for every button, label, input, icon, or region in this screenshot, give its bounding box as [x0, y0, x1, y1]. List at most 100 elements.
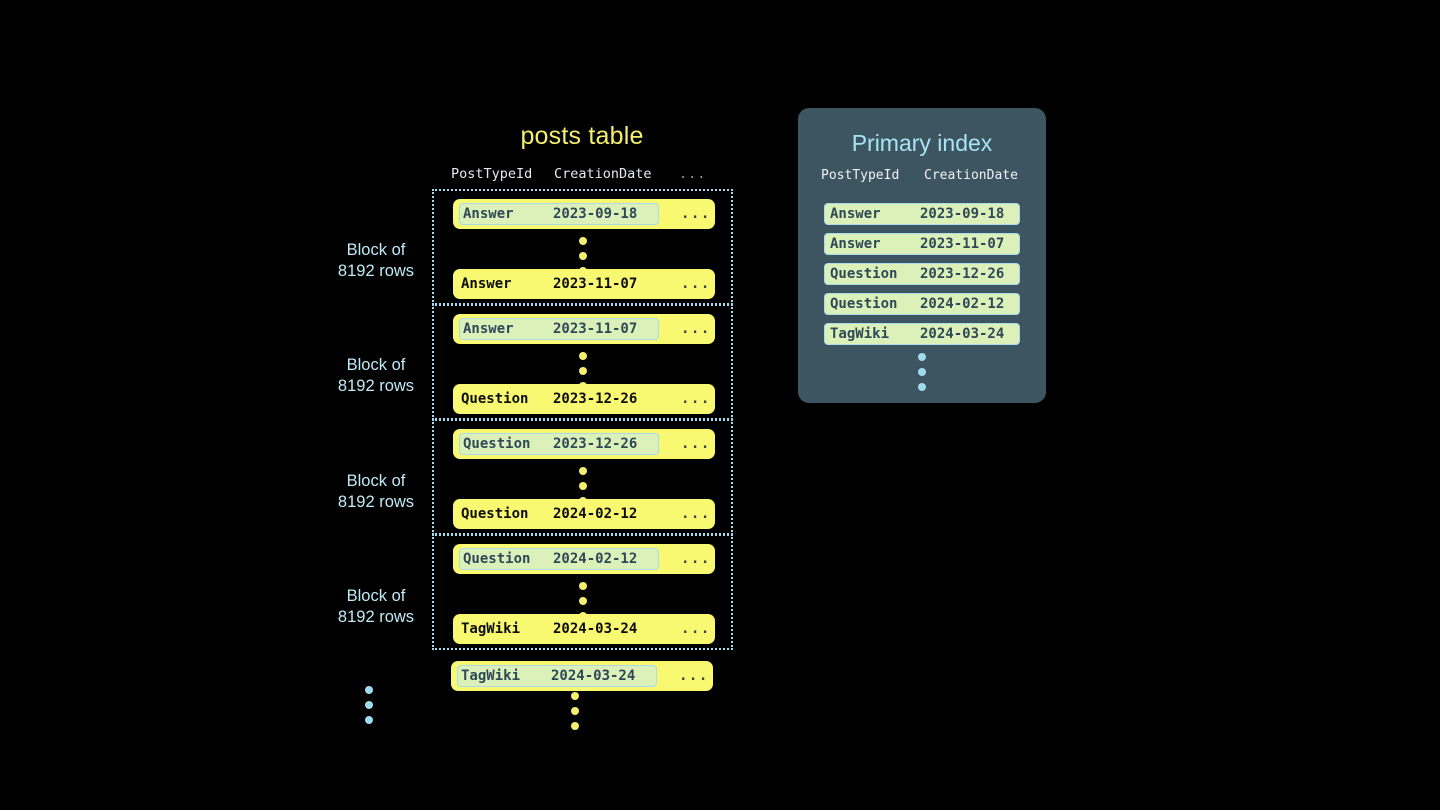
primary-index-column-headers: PostTypeId CreationDate	[821, 168, 1031, 188]
dot	[918, 353, 926, 361]
index-entry[interactable]: Answer 2023-09-18	[824, 203, 1020, 225]
dot	[571, 692, 579, 700]
block-label-1-line1: Block of	[346, 241, 406, 259]
dot	[578, 597, 587, 605]
cell-creationdate: 2023-12-26	[553, 436, 638, 452]
cell-ellipsis: ...	[679, 668, 709, 684]
cell-creationdate: 2024-03-24	[551, 668, 636, 684]
block-label-2-line1: Block of	[346, 356, 406, 374]
table-row[interactable]: Answer 2023-11-07 ...	[453, 269, 715, 299]
table-row[interactable]: TagWiki 2024-03-24 ...	[453, 614, 715, 644]
cell-ellipsis: ...	[681, 551, 711, 567]
cell-posttypeid: Question	[463, 551, 531, 567]
row-highlight-box	[459, 203, 659, 225]
cell-ellipsis: ...	[681, 621, 711, 637]
cell-creationdate: 2023-12-26	[553, 391, 638, 407]
table-row[interactable]: Answer 2023-09-18 ...	[453, 199, 715, 229]
row-highlight-box	[459, 548, 659, 570]
cell-ellipsis: ...	[681, 321, 711, 337]
block-label-1-line2: 8192 rows	[337, 262, 415, 280]
cell-posttypeid: Answer	[830, 236, 881, 252]
cell-creationdate: 2023-11-07	[920, 236, 1005, 252]
dot	[578, 482, 587, 490]
row-highlight-box	[457, 665, 657, 687]
index-entry[interactable]: Answer 2023-11-07	[824, 233, 1020, 255]
cell-creationdate: 2023-12-26	[920, 266, 1005, 282]
block-label-4-line2: 8192 rows	[337, 608, 415, 626]
block-3: Question 2023-12-26 ... Question 2024-02…	[432, 419, 733, 535]
cell-posttypeid: Question	[461, 506, 529, 522]
column-header-posttypeid: PostTypeId	[821, 168, 900, 183]
dot	[918, 383, 926, 391]
block-label-3-line2: 8192 rows	[337, 493, 415, 511]
dot	[365, 716, 373, 724]
cell-posttypeid: Question	[830, 266, 898, 282]
dot	[365, 686, 373, 694]
posts-table-trailing-ellipsis	[571, 692, 579, 730]
table-row[interactable]: Question 2023-12-26 ...	[453, 429, 715, 459]
row-highlight-box	[459, 318, 659, 340]
dot	[578, 352, 587, 360]
column-header-creationdate: CreationDate	[554, 166, 652, 182]
cell-ellipsis: ...	[681, 276, 711, 292]
cell-posttypeid: Question	[830, 296, 898, 312]
cell-ellipsis: ...	[681, 391, 711, 407]
block-label-2: Block of 8192 rows	[316, 355, 436, 397]
cell-posttypeid: Question	[461, 391, 529, 407]
cell-ellipsis: ...	[681, 506, 711, 522]
block-label-3-line1: Block of	[346, 472, 406, 490]
block-1: Answer 2023-09-18 ... Answer 2023-11-07 …	[432, 189, 733, 305]
cell-creationdate: 2023-09-18	[920, 206, 1005, 222]
cell-posttypeid: TagWiki	[461, 621, 521, 637]
cell-creationdate: 2023-09-18	[553, 206, 638, 222]
block-label-3: Block of 8192 rows	[316, 471, 436, 513]
cell-posttypeid: Question	[463, 436, 531, 452]
table-row[interactable]: Question 2023-12-26 ...	[453, 384, 715, 414]
block-label-2-line2: 8192 rows	[337, 377, 415, 395]
block-label-1: Block of 8192 rows	[316, 240, 436, 282]
cell-creationdate: 2024-03-24	[920, 326, 1005, 342]
dot	[578, 367, 587, 375]
dot	[578, 252, 587, 260]
cell-posttypeid: Answer	[463, 321, 514, 337]
primary-index-entries: Answer 2023-09-18 Answer 2023-11-07 Ques…	[824, 203, 1020, 353]
dot	[571, 722, 579, 730]
dot	[918, 368, 926, 376]
primary-index-panel: Primary index PostTypeId CreationDate An…	[798, 108, 1046, 403]
dot	[578, 237, 587, 245]
column-header-creationdate: CreationDate	[924, 168, 1018, 183]
primary-index-trailing-ellipsis	[918, 353, 926, 391]
table-row[interactable]: Answer 2023-11-07 ...	[453, 314, 715, 344]
blocks-trailing-ellipsis	[365, 686, 373, 724]
dot	[578, 467, 587, 475]
table-row[interactable]: Question 2024-02-12 ...	[453, 544, 715, 574]
block-label-4-line1: Block of	[346, 587, 406, 605]
index-entry[interactable]: Question 2023-12-26	[824, 263, 1020, 285]
table-row-trailing[interactable]: TagWiki 2024-03-24 ...	[451, 661, 713, 691]
posts-table-blocks: Answer 2023-09-18 ... Answer 2023-11-07 …	[432, 189, 733, 650]
cell-creationdate: 2024-02-12	[920, 296, 1005, 312]
row-highlight-box	[459, 433, 659, 455]
cell-posttypeid: Answer	[463, 206, 514, 222]
dot	[571, 707, 579, 715]
table-row[interactable]: Question 2024-02-12 ...	[453, 499, 715, 529]
posts-table-column-headers: PostTypeId CreationDate ...	[451, 166, 713, 186]
column-header-posttypeid: PostTypeId	[451, 166, 533, 182]
cell-posttypeid: TagWiki	[830, 326, 890, 342]
dot	[365, 701, 373, 709]
primary-index-title: Primary index	[851, 130, 993, 156]
cell-ellipsis: ...	[681, 206, 711, 222]
dot	[578, 582, 587, 590]
cell-creationdate: 2023-11-07	[553, 321, 638, 337]
cell-ellipsis: ...	[681, 436, 711, 452]
cell-creationdate: 2023-11-07	[553, 276, 638, 292]
cell-creationdate: 2024-03-24	[553, 621, 638, 637]
block-label-4: Block of 8192 rows	[316, 586, 436, 628]
cell-posttypeid: Answer	[461, 276, 512, 292]
index-entry[interactable]: Question 2024-02-12	[824, 293, 1020, 315]
cell-posttypeid: Answer	[830, 206, 881, 222]
cell-creationdate: 2024-02-12	[553, 506, 638, 522]
index-entry[interactable]: TagWiki 2024-03-24	[824, 323, 1020, 345]
cell-posttypeid: TagWiki	[461, 668, 521, 684]
